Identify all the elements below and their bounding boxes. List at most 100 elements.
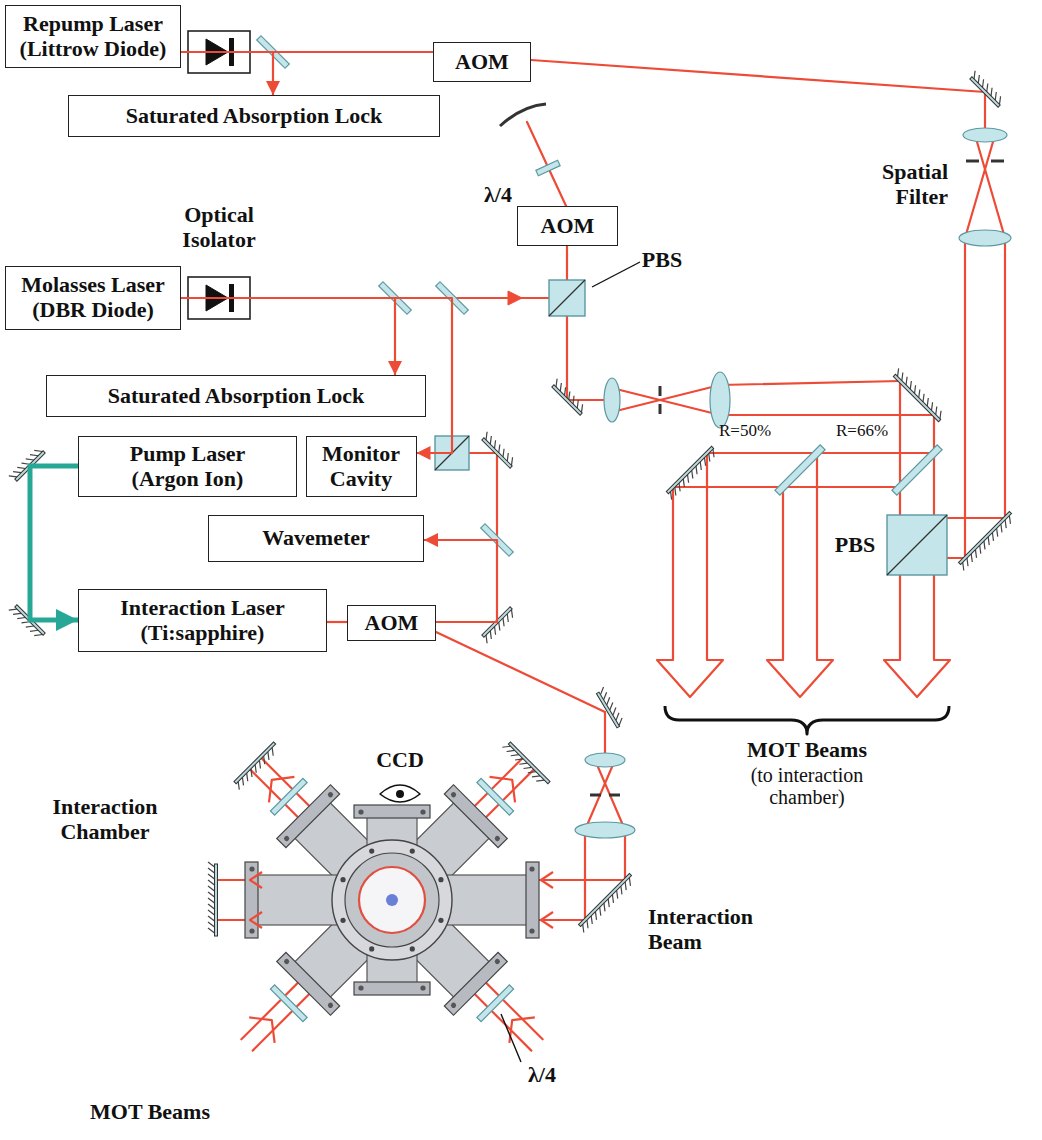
- port-flange: [526, 862, 539, 938]
- flange-bolt: [283, 835, 290, 842]
- mirror-hatch: [208, 868, 215, 873]
- laser-beam: [496, 453, 498, 540]
- pbs-cube: [887, 515, 947, 575]
- laser-beam: [782, 487, 784, 660]
- box-label: Repump Laser (Littrow Diode): [13, 12, 173, 61]
- mirror-hatch: [208, 874, 215, 879]
- beam-chevron: [541, 872, 553, 888]
- mirror: [595, 687, 625, 728]
- flange-bolt: [369, 848, 374, 853]
- laser-beam: [720, 381, 900, 385]
- laser-beam: [531, 60, 985, 92]
- beam-chevron: [250, 912, 262, 928]
- mirror-surface: [970, 77, 1000, 107]
- mirror-surface: [578, 873, 631, 926]
- flange-bolt: [410, 848, 415, 853]
- mirror-hatch: [208, 862, 215, 867]
- port-flange: [444, 785, 507, 848]
- box-label: AOM: [541, 214, 595, 239]
- mirror-surface: [666, 446, 713, 493]
- port-flange: [245, 862, 258, 938]
- mot-beam-arrow: [884, 660, 950, 697]
- quarter-wave-plate: [477, 778, 514, 815]
- box-text-group: Monitor Cavity: [314, 442, 409, 491]
- optics-label: PBS: [637, 248, 687, 273]
- port-flange: [277, 952, 340, 1015]
- optics-label: MOT Beams: [75, 1100, 225, 1125]
- mot-beam-arrow: [767, 660, 833, 697]
- lens: [963, 128, 1007, 142]
- box-label: Saturated Absorption Lock: [126, 104, 383, 129]
- box-label: Interaction Laser (Ti:sapphire): [110, 596, 295, 645]
- flange-bolt: [249, 866, 254, 871]
- lens: [959, 230, 1011, 246]
- mirror-surface: [893, 374, 940, 421]
- optics-label: Optical Isolator: [164, 203, 274, 252]
- optics-label: R=66%: [827, 421, 897, 440]
- mot-beam-optics: [233, 742, 311, 820]
- box-label: Wavemeter: [262, 526, 370, 551]
- laser-beam: [624, 830, 626, 880]
- flange-bolt: [494, 835, 501, 842]
- beam-splitter-glass: [775, 445, 825, 495]
- flange-bolt: [529, 928, 534, 933]
- port-flange: [277, 785, 340, 848]
- mirror-surface: [215, 864, 218, 936]
- chamber-flange: [345, 853, 439, 947]
- pinhole: [659, 404, 662, 414]
- equipment-box: Molasses Laser (DBR Diode): [5, 266, 181, 330]
- pinhole: [659, 386, 662, 396]
- mirror-surface: [508, 742, 550, 784]
- lens: [585, 753, 625, 767]
- interaction-chamber: [233, 741, 550, 1051]
- pinhole: [966, 160, 979, 163]
- laser-beam: [720, 414, 934, 416]
- laser-beam: [181, 52, 273, 95]
- mot-beam-optics: [246, 985, 308, 1047]
- lens: [710, 372, 730, 428]
- mirror-surface: [234, 742, 276, 784]
- quarter-wave-plate: [477, 985, 514, 1022]
- pinhole: [609, 794, 620, 797]
- curved-mirror: [500, 104, 546, 126]
- flange-bolt: [494, 958, 501, 965]
- mirror: [665, 446, 718, 499]
- flange-bolt: [438, 918, 443, 923]
- box-label: Pump Laser (Argon Ion): [113, 442, 263, 491]
- flange-bolt: [340, 877, 345, 882]
- flange-bolt: [420, 985, 425, 990]
- laser-beam: [527, 122, 567, 208]
- mirror: [208, 862, 218, 936]
- chamber-center: [332, 840, 452, 960]
- mirror-hatch: [208, 910, 215, 915]
- ccd-pupil: [396, 790, 404, 798]
- box-label: AOM: [455, 50, 509, 75]
- laser-beam: [964, 238, 966, 558]
- atom-cloud: [386, 894, 398, 906]
- mirror: [233, 742, 281, 790]
- laser-beam: [816, 453, 818, 660]
- quarter-wave-plate: [536, 160, 560, 176]
- flange-bolt: [327, 791, 334, 798]
- beam-splitter: [775, 445, 825, 495]
- laser-beam: [672, 487, 674, 660]
- laser-beam: [612, 388, 720, 415]
- beam-chevron: [499, 1007, 534, 1042]
- flange-bolt: [450, 791, 457, 798]
- mirror-hatch: [208, 916, 215, 921]
- optics-label: R=50%: [710, 421, 780, 440]
- flange-bolt: [410, 946, 415, 951]
- port-flange: [354, 805, 430, 818]
- equipment-box: Repump Laser (Littrow Diode): [5, 5, 181, 68]
- mirror-hatch: [208, 886, 215, 891]
- mirror-hatch: [208, 892, 215, 897]
- beam-splitter-glass: [892, 445, 942, 495]
- mirror-hatch: [208, 898, 215, 903]
- laser-beam: [327, 621, 347, 623]
- mirror-hatch: [208, 904, 215, 909]
- flange-bolt: [327, 1002, 334, 1009]
- mirror: [480, 607, 516, 643]
- mirror: [550, 379, 586, 415]
- mot-beam-optics: [477, 985, 539, 1047]
- flange-bolt: [358, 985, 363, 990]
